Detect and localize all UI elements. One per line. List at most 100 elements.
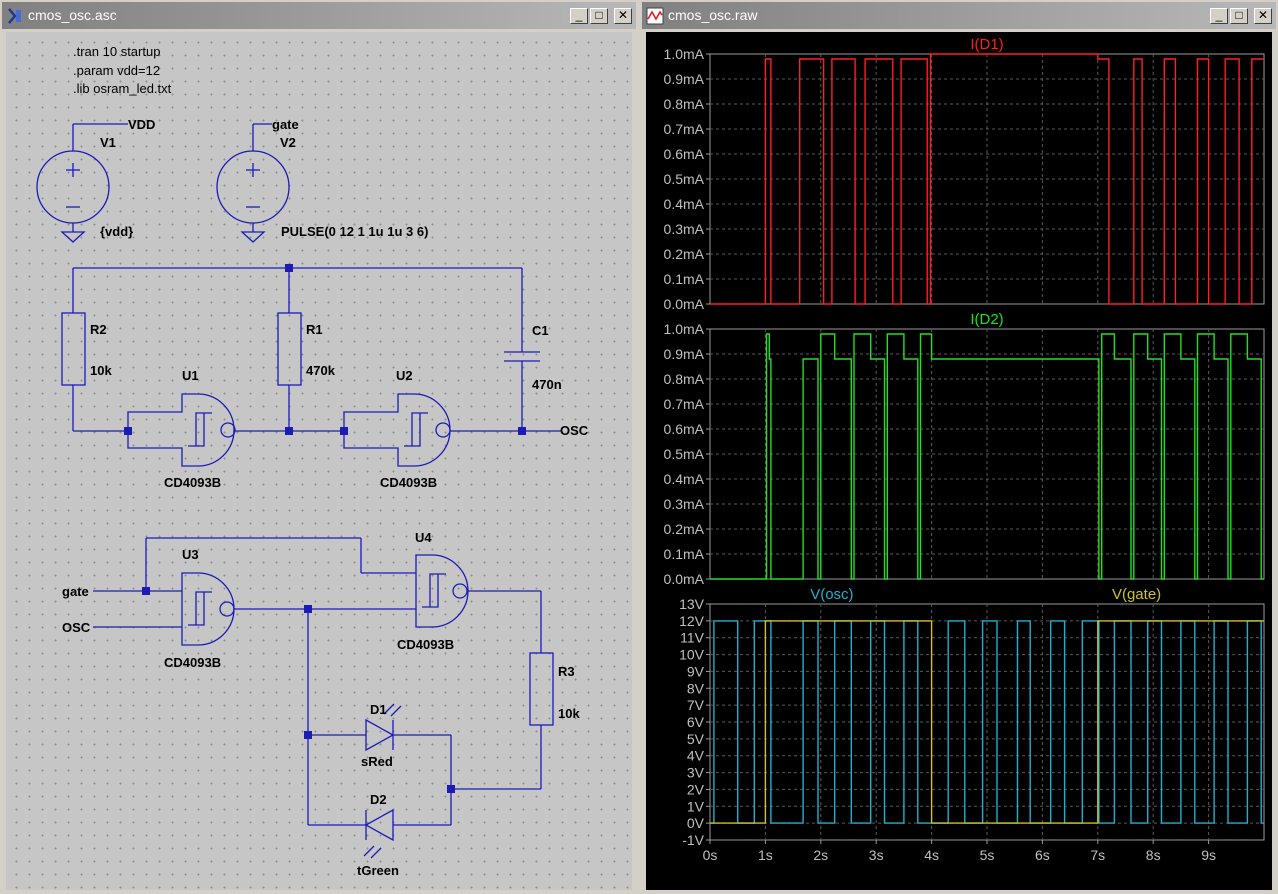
c1-value[interactable]: 470n [532, 377, 562, 392]
y-tick-label: 0.6mA [664, 421, 705, 437]
y-tick-label: 0.2mA [664, 246, 705, 262]
y-tick-label: 1.0mA [664, 321, 705, 337]
resistor-r1[interactable] [277, 312, 302, 386]
net-label-gate-u3[interactable]: gate [62, 584, 89, 599]
minimize-button[interactable]: _ [570, 8, 588, 24]
schematic-canvas[interactable]: .tran 10 startup .param vdd=12 .lib osra… [6, 32, 632, 890]
u2-ref: U2 [396, 368, 413, 383]
y-tick-label: 11V [680, 630, 705, 646]
v2-ref: V2 [280, 135, 296, 150]
resistor-r3[interactable] [529, 652, 554, 726]
r3-value[interactable]: 10k [558, 706, 580, 721]
led-d2[interactable] [363, 808, 394, 859]
x-tick-label: 7s [1090, 847, 1105, 863]
plot-pane-1[interactable]: 1.0mA0.9mA0.8mA0.7mA0.6mA0.5mA0.4mA0.3mA… [664, 36, 1265, 312]
nand-gate-u4[interactable] [415, 554, 469, 628]
r3-ref: R3 [558, 664, 575, 679]
d2-ref: D2 [370, 792, 387, 807]
y-tick-label: 0.8mA [664, 96, 705, 112]
waveform-window[interactable]: cmos_osc.raw _ □ ✕ 1.0mA 0.9mA 0.8mA 0.7mA 0… [640, 0, 1278, 894]
x-tick-label: 2s [813, 847, 828, 863]
maximize-button[interactable]: □ [590, 8, 608, 24]
trace-i-d2[interactable] [710, 333, 1264, 580]
plot-pane-2[interactable]: 1.0mA0.9mA0.8mA0.7mA0.6mA0.5mA0.4mA0.3mA… [664, 311, 1265, 587]
y-tick-label: 0.7mA [664, 396, 705, 412]
nand-gate-u2[interactable] [343, 393, 451, 467]
waveform-plots[interactable]: 1.0mA0.9mA0.8mA0.7mA0.6mA0.5mA0.4mA0.3mA… [646, 32, 1272, 890]
schematic-titlebar[interactable]: cmos_osc.asc _ □ ✕ [2, 2, 636, 29]
x-tick-label: 8s [1146, 847, 1161, 863]
schematic-window[interactable]: cmos_osc.asc _ □ ✕ [0, 0, 638, 894]
waveform-titlebar[interactable]: cmos_osc.raw _ □ ✕ [642, 2, 1276, 29]
schematic-drawing[interactable]: .tran 10 startup .param vdd=12 .lib osra… [6, 32, 632, 890]
d2-model[interactable]: tGreen [357, 863, 399, 878]
minimize-button[interactable]: _ [1210, 8, 1228, 24]
y-tick-label: 2V [687, 781, 705, 797]
y-tick-label: 3V [687, 765, 705, 781]
trace-label[interactable]: I(D2) [970, 311, 1003, 328]
u4-ref: U4 [415, 530, 432, 545]
y-tick-label: 0.1mA [664, 546, 705, 562]
r2-value[interactable]: 10k [90, 363, 112, 378]
trace-label[interactable]: V(gate) [1112, 586, 1161, 603]
x-tick-label: 4s [924, 847, 939, 863]
directive-param[interactable]: .param vdd=12 [73, 63, 160, 78]
y-tick-label: 0.0mA [664, 571, 705, 587]
close-button[interactable]: ✕ [614, 8, 632, 24]
y-tick-label: 12V [679, 613, 705, 629]
y-tick-label: 7V [687, 697, 705, 713]
y-tick-label: 0.8mA [664, 371, 705, 387]
v1-value[interactable]: {vdd} [100, 224, 133, 239]
y-tick-label: 0.7mA [664, 121, 705, 137]
net-label-vdd[interactable]: VDD [128, 117, 155, 132]
nand-gate-u3[interactable] [181, 572, 235, 646]
x-tick-label: 0s [703, 847, 718, 863]
y-tick-label: 0.1mA [664, 271, 705, 287]
y-tick-label: 0.2mA [664, 521, 705, 537]
y-tick-label: 8V [687, 680, 705, 696]
net-label-osc-u2[interactable]: OSC [560, 423, 589, 438]
r1-ref: R1 [306, 322, 323, 337]
trace-label[interactable]: V(osc) [810, 586, 853, 603]
r1-value[interactable]: 470k [306, 363, 336, 378]
y-tick-label: -1V [682, 832, 704, 848]
y-tick-label: 0.9mA [664, 71, 705, 87]
voltage-source-v2[interactable] [216, 123, 290, 243]
x-tick-label: 1s [758, 847, 773, 863]
v1-ref: V1 [100, 135, 116, 150]
waveform-viewer-icon [646, 7, 664, 25]
y-tick-label: 0.0mA [664, 296, 705, 312]
d1-model[interactable]: sRed [361, 754, 393, 769]
y-tick-label: 0.6mA [664, 146, 705, 162]
y-tick-label: 5V [687, 731, 705, 747]
x-tick-label: 9s [1201, 847, 1216, 863]
u1-model: CD4093B [164, 475, 221, 490]
y-tick-label: 0.4mA [664, 196, 705, 212]
directive-lib[interactable]: .lib osram_led.txt [73, 81, 172, 96]
ltspice-schematic-icon [8, 8, 21, 24]
v2-value[interactable]: PULSE(0 12 1 1u 1u 3 6) [281, 224, 428, 239]
y-tick-label: 6V [687, 714, 705, 730]
y-tick-label: 0.5mA [664, 171, 705, 187]
trace-i-d1[interactable] [710, 53, 1264, 305]
resistor-r2[interactable] [61, 312, 86, 386]
net-label-gate-v2[interactable]: gate [272, 117, 299, 132]
y-tick-label: 1V [687, 798, 705, 814]
maximize-button[interactable]: □ [1230, 8, 1248, 24]
x-tick-label: 3s [869, 847, 884, 863]
trace-label[interactable]: I(D1) [970, 36, 1003, 53]
trace-v-gate[interactable] [710, 620, 1264, 824]
nand-gate-u1[interactable] [127, 393, 236, 467]
y-tick-label: 0.5mA [664, 446, 705, 462]
r2-ref: R2 [90, 322, 107, 337]
voltage-source-v1[interactable] [36, 123, 128, 243]
directive-tran[interactable]: .tran 10 startup [73, 44, 160, 59]
close-button[interactable]: ✕ [1254, 8, 1272, 24]
y-tick-label: 10V [679, 647, 705, 663]
net-label-osc-u3[interactable]: OSC [62, 620, 91, 635]
y-tick-label: 1.0mA [664, 46, 705, 62]
y-tick-label: 0V [687, 815, 705, 831]
junction-dots [124, 264, 526, 793]
